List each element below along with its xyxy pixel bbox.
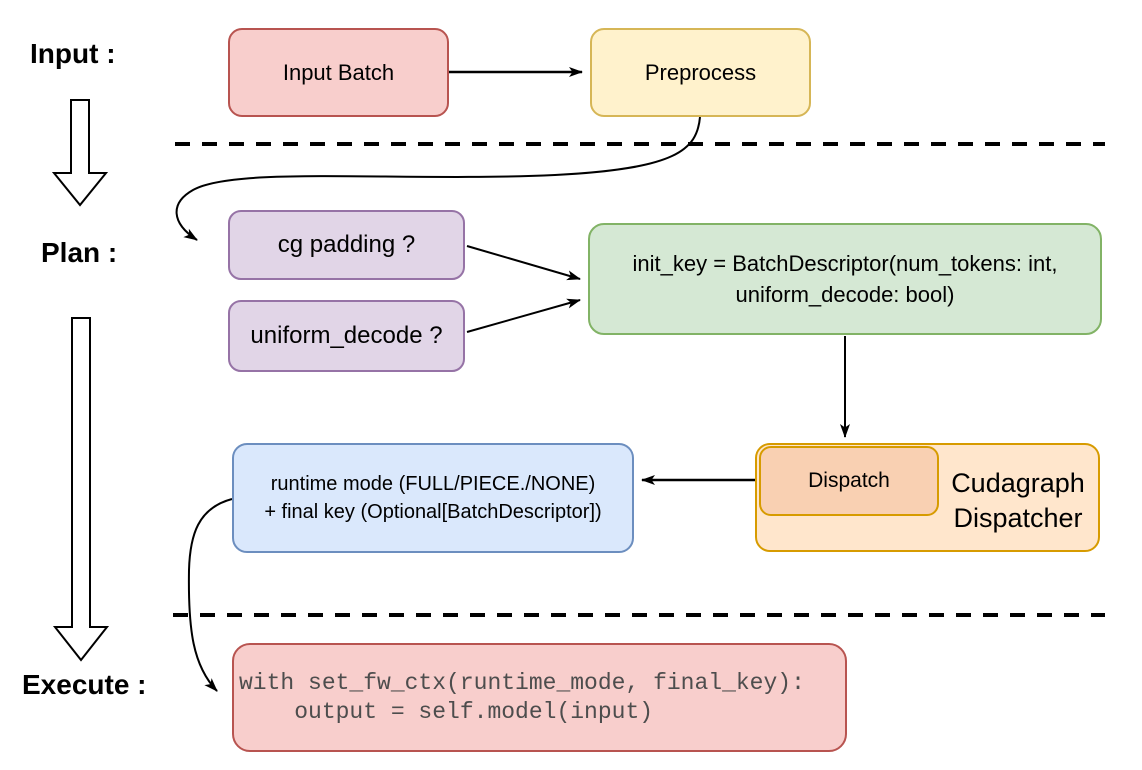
execute-code-line2: output = self.model(input) <box>239 698 654 725</box>
execute-stage-label: Execute : <box>22 669 147 700</box>
runtime-mode-node: runtime mode (FULL/PIECE./NONE) + final … <box>232 443 634 553</box>
cudagraph-dispatcher-line2: Dispatcher <box>953 503 1083 533</box>
arrow-uniformdecode-to-initkey <box>466 298 581 333</box>
preprocess-node: Preprocess <box>590 28 811 117</box>
input-batch-node: Input Batch <box>228 28 449 117</box>
cg-padding-node: cg padding ? <box>228 210 465 280</box>
arrow-cgpadding-to-initkey <box>466 245 581 281</box>
uniform-decode-label: uniform_decode ? <box>250 322 443 350</box>
init-key-node: init_key = BatchDescriptor(num_tokens: i… <box>588 223 1102 335</box>
input-batch-label: Input Batch <box>282 59 395 85</box>
runtime-mode-line1: runtime mode (FULL/PIECE./NONE) <box>270 473 596 495</box>
cudagraph-dispatcher-line1: Cudagraph <box>951 468 1085 498</box>
execute-code-line1: with set_fw_ctx(runtime_mode, final_key)… <box>239 669 805 696</box>
preprocess-label: Preprocess <box>644 59 757 85</box>
arrow-preprocess-to-cgpadding <box>175 116 701 241</box>
execute-code-node: with set_fw_ctx(runtime_mode, final_key)… <box>232 643 847 752</box>
input-stage-arrow <box>51 99 109 207</box>
plan-stage-arrow <box>52 317 110 662</box>
arrow-runtime-to-execute <box>187 498 233 692</box>
plan-stage-label: Plan : <box>41 237 118 268</box>
cudagraph-dispatcher-label: Cudagraph Dispatcher <box>940 466 1096 536</box>
dispatch-node: Dispatch <box>759 446 939 516</box>
runtime-mode-line2: + final key (Optional[BatchDescriptor]) <box>264 501 602 523</box>
init-key-line1: init_key = BatchDescriptor(num_tokens: i… <box>632 251 1058 276</box>
cg-padding-label: cg padding ? <box>277 231 416 259</box>
uniform-decode-node: uniform_decode ? <box>228 300 465 372</box>
init-key-line2: uniform_decode: bool) <box>735 282 955 307</box>
dispatch-label: Dispatch <box>808 469 890 493</box>
input-stage-label: Input : <box>30 38 116 69</box>
